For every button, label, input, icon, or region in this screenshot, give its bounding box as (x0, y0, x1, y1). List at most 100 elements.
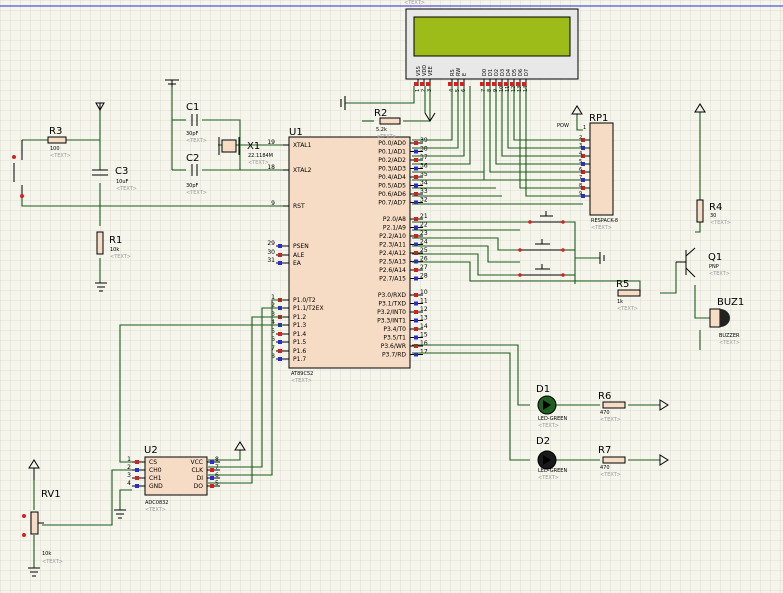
c1-capacitor[interactable]: C1 30pF <TEXT> (186, 102, 207, 144)
u2-pin-name-5: DO (194, 483, 204, 490)
u1-pin-marker-5 (278, 332, 282, 336)
lcd-pin-label-vss: VSS (416, 66, 422, 76)
u1-pin-marker-14 (414, 327, 418, 331)
r5-value: 1k (617, 299, 623, 305)
u1-pin-num-14: 14 (420, 323, 428, 330)
buz1-text: <TEXT> (719, 340, 740, 346)
u1-text: <TEXT> (291, 378, 312, 384)
lcd-pin-marker-9 (492, 82, 496, 86)
u1-pin-marker-39 (414, 141, 418, 145)
u1-pin-marker-22 (414, 225, 418, 230)
c2-capacitor[interactable]: C2 30pF <TEXT> (186, 153, 207, 196)
c3-ref: C3 (115, 166, 128, 177)
u1-pin-name-1: P1.0/T2 (293, 297, 316, 304)
u1-pin-marker-10 (414, 293, 418, 297)
d2-ref: D2 (536, 436, 550, 447)
lcd-pin-label-d5: D5 (512, 69, 518, 76)
u1-pin-name-37: P0.2/AD2 (378, 157, 406, 164)
push-button-2[interactable] (518, 239, 565, 252)
u1-pin-name-24: P2.3/A11 (379, 242, 406, 249)
r3-ref: R3 (49, 126, 62, 137)
lcd-pin-label-vee: VEE (428, 66, 434, 76)
ground-symbol-2 (165, 79, 179, 87)
u1-pin-name-26: P2.5/A13 (379, 259, 406, 266)
rv1-potentiometer[interactable]: RV1 10k <TEXT> (22, 489, 63, 565)
u1-pin-name-18: XTAL2 (293, 167, 312, 174)
u2-pin-num-1: 1 (127, 456, 131, 463)
q1-transistor[interactable]: Q1 PNP <TEXT> (676, 247, 730, 278)
wires (21, 86, 710, 568)
r1-value: 10k (110, 247, 119, 253)
u1-pin-marker-37 (414, 158, 418, 162)
r4-ref: R4 (709, 202, 722, 213)
u1-pin-name-35: P0.4/AD4 (378, 174, 406, 181)
u1-pin-name-28: P2.7/A15 (379, 276, 406, 283)
r2-resistor[interactable]: R2 5.2k <TEXT> (374, 108, 401, 140)
lcd-pin-marker-8 (486, 82, 490, 86)
r4-resistor[interactable]: R4 30 <TEXT> (696, 199, 731, 226)
u1-pin-marker-31 (278, 261, 282, 265)
x1-crystal[interactable]: X1 22.1184M <TEXT> (218, 137, 273, 166)
u1-pin-num-25: 25 (420, 247, 428, 254)
r1-text: <TEXT> (110, 254, 131, 260)
u2-pin-name-6: DI (197, 475, 204, 482)
u1-pin-marker-29 (278, 244, 282, 248)
lcd-pin-label-d6: D6 (518, 69, 524, 76)
u1-pin-num-13: 13 (420, 315, 428, 322)
u1-pin-name-17: P3.7/RD (382, 352, 406, 359)
u1-pin-name-36: P0.3/AD3 (378, 166, 406, 173)
u1-pin-marker-11 (414, 301, 418, 306)
d1-ref: D1 (536, 384, 550, 395)
u1-pin-num-9: 9 (271, 200, 275, 207)
u1-pin-name-12: P3.2/INT0 (377, 309, 406, 316)
u1-pin-name-25: P2.4/A12 (379, 250, 406, 257)
d1-led[interactable]: D1 LED-GREEN <TEXT> (536, 384, 567, 429)
c2-ref: C2 (186, 153, 199, 164)
u1-pin-marker-36 (414, 166, 418, 171)
push-button-1[interactable] (528, 211, 565, 224)
r6-ref: R6 (598, 391, 611, 402)
c3-capacitor[interactable]: C3 10uF <TEXT> (92, 166, 137, 192)
u2-pin-marker-1 (135, 460, 139, 464)
r1-resistor[interactable]: R1 10k <TEXT> (96, 231, 131, 260)
u1-pin-name-39: P0.0/AD0 (378, 140, 406, 147)
lcd-pin-number-1: 1 (415, 89, 421, 92)
lcd-pin-label-d4: D4 (506, 69, 512, 76)
lcd-display[interactable]: VSS1VDD2VEE3RS4RW5E6D07D18D29D310D411D51… (405, 8, 579, 92)
u1-pin-num-26: 26 (420, 256, 428, 263)
u2-pin-marker-3 (135, 476, 139, 480)
r2-text: <TEXT> (376, 134, 397, 140)
u1-pin-marker-7 (278, 349, 282, 353)
reset-switch[interactable] (12, 140, 24, 198)
r1-ref: R1 (109, 235, 122, 246)
u1-pin-num-17: 17 (420, 349, 428, 356)
u1-pin-num-34: 34 (420, 180, 428, 187)
u1-pin-num-38: 38 (420, 146, 428, 153)
buz1-ref: BUZ1 (717, 297, 744, 308)
rp1-pin-num-8: 8 (579, 183, 582, 189)
r7-resistor[interactable]: R7 470 <TEXT> (598, 445, 626, 478)
d2-value: LED-GREEN (538, 468, 567, 474)
r5-resistor[interactable]: R5 1k <TEXT> (616, 279, 641, 312)
u1-pin-num-27: 27 (420, 264, 428, 271)
u1-pin-marker-23 (414, 234, 418, 238)
push-button-3[interactable] (518, 264, 565, 277)
r5-text: <TEXT> (617, 306, 638, 312)
r6-resistor[interactable]: R6 470 <TEXT> (598, 391, 626, 423)
u1-pin-marker-38 (414, 149, 418, 154)
u1-pin-marker-24 (414, 242, 418, 247)
u1-ref: U1 (289, 127, 303, 138)
u2-pin-marker-5 (210, 484, 214, 488)
u1-pin-marker-28 (414, 276, 418, 281)
q1-value: PNP (709, 264, 719, 270)
d2-led[interactable]: D2 LED-GREEN <TEXT> (536, 436, 567, 481)
rv1-ref: RV1 (41, 489, 61, 500)
r3-resistor[interactable]: R3 100 <TEXT> (47, 126, 71, 159)
u1-pin-name-34: P0.5/AD5 (378, 183, 406, 190)
buz1-buzzer[interactable]: BUZ1 BUZZER <TEXT> (709, 297, 744, 346)
rp1-ref: RP1 (589, 113, 608, 124)
rp1-pow-label: POW (557, 123, 569, 129)
